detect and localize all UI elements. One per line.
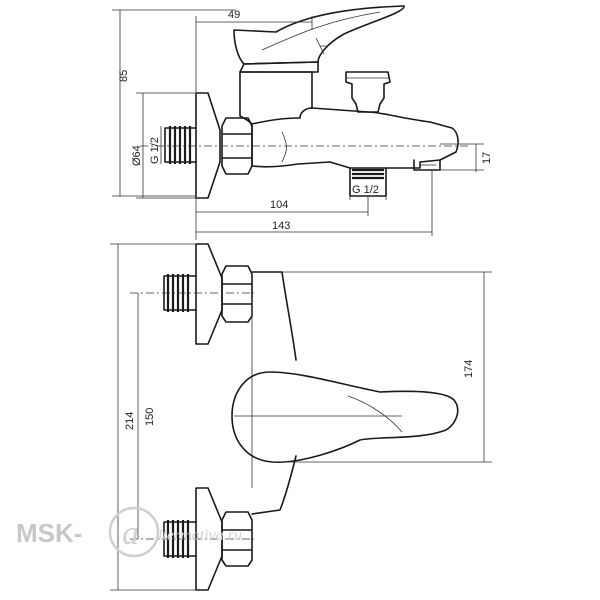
watermark-site: ltermativa.ru: [158, 527, 242, 544]
lever-handle-front: [231, 371, 459, 463]
mixer-body-front: [251, 271, 297, 515]
dim-label-thread-bottom: G 1/2: [352, 184, 379, 196]
dim-label-17: 17: [481, 152, 493, 164]
watermark: MSK- a ltermativa.ru: [16, 506, 242, 558]
union-nut-top: [221, 117, 253, 175]
dim-label-diameter-64: Ø64: [131, 145, 143, 166]
dim-label-150: 150: [144, 408, 156, 426]
watermark-brand: MSK-: [16, 518, 82, 548]
inlet-thread-top: [168, 126, 192, 164]
dim-label-thread-left: G 1/2: [149, 137, 161, 164]
diverter-knob-side: [345, 71, 391, 113]
dim-label-174: 174: [463, 360, 475, 378]
watermark-emblem-letter: a: [122, 515, 139, 552]
dim-label-214: 214: [124, 412, 136, 430]
dim-label-49: 49: [228, 9, 240, 21]
union-nut-upper: [221, 265, 253, 323]
side-elevation-view: [140, 5, 470, 199]
dim-label-104: 104: [270, 199, 288, 211]
outlet-thread-bottom: [352, 168, 384, 180]
wall-flange-top: [195, 92, 221, 199]
dim-label-85: 85: [118, 70, 130, 82]
mixer-body-side: [251, 107, 459, 169]
dimension-lines-bottom: [110, 243, 492, 591]
spout-outlet: [413, 159, 441, 171]
union-nut-lower: [221, 511, 253, 567]
watermark-emblem-icon: [108, 506, 160, 558]
cartridge-column: [239, 71, 313, 125]
lever-handle-side: [233, 5, 405, 65]
dim-label-143: 143: [272, 220, 290, 232]
wall-flange-upper: [195, 243, 223, 345]
dimension-lines-top: [112, 9, 484, 240]
front-elevation-view: [130, 243, 459, 591]
